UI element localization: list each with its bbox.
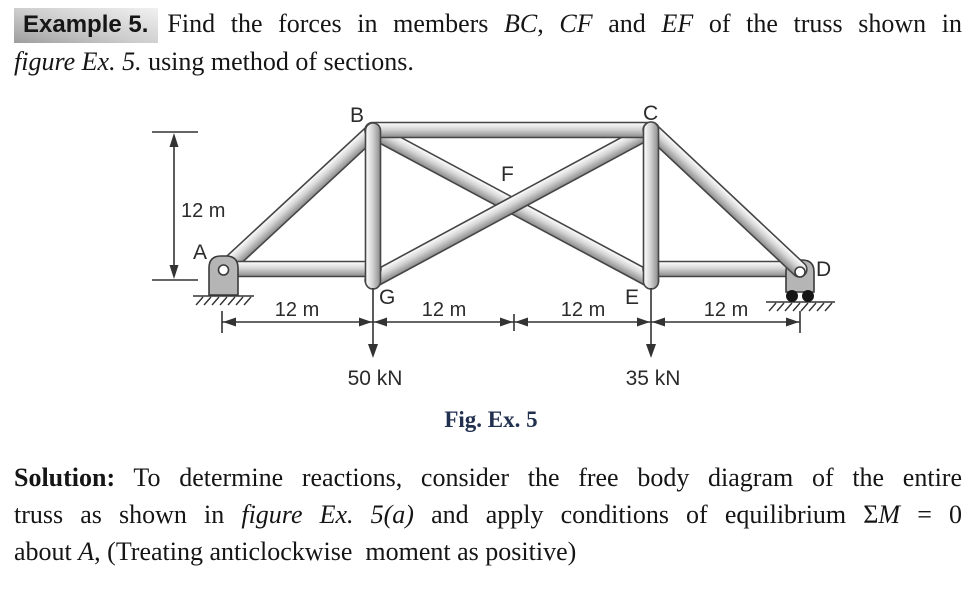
joint-label-e: E xyxy=(625,286,639,309)
member-ce xyxy=(642,121,660,290)
truss-members xyxy=(215,121,808,289)
member-bc xyxy=(364,121,660,139)
figure-caption: Fig. Ex. 5 xyxy=(444,407,537,432)
pin-hole-icon xyxy=(217,264,230,276)
solution-heading: Solution: xyxy=(14,463,116,492)
text-run: and apply conditions of equilibrium xyxy=(413,500,864,529)
intro-line-1: Example 5. Find the forces in members BC,… xyxy=(14,5,962,43)
figure-reference: figure Ex. 5(a) xyxy=(241,500,414,529)
member-name-ef: EF xyxy=(661,9,694,38)
sigma-symbol: Σ xyxy=(863,500,879,529)
member-cd xyxy=(642,121,808,278)
problem-statement: Example 5. Find the forces in members BC,… xyxy=(14,5,962,80)
pin-support-ground xyxy=(193,295,254,306)
load-label-50kn: 50 kN xyxy=(348,367,403,390)
member-name-bc: BC xyxy=(504,9,538,38)
text-run: and xyxy=(592,9,662,38)
solution-paragraph: Solution: To determine reactions, consid… xyxy=(14,459,962,570)
load-arrow-50kn: 50 kN xyxy=(348,288,403,390)
joint-label-b: B xyxy=(350,104,364,127)
roller-hole-icon xyxy=(794,266,806,278)
text-run: of the truss shown in xyxy=(693,9,962,38)
dim-arrow-down-icon xyxy=(169,265,179,279)
span-label-4: 12 m xyxy=(704,299,748,321)
joint-label-d: D xyxy=(816,258,831,281)
height-dim-label: 12 m xyxy=(181,200,225,222)
intro-line-2: figure Ex. 5. using method of sections. xyxy=(14,43,962,80)
text-run: , (Treating anticlockwise moment as posi… xyxy=(94,537,577,566)
text-run: Find the forces in members xyxy=(167,9,505,38)
roller-support-ground xyxy=(766,301,835,312)
figure-reference: figure Ex. 5. xyxy=(14,47,142,76)
text-run: truss as shown in xyxy=(14,500,242,529)
span-label-3: 12 m xyxy=(561,299,605,321)
member-ag xyxy=(215,260,382,278)
dim-arrow-up-icon xyxy=(169,133,179,147)
text-run: = 0 xyxy=(900,500,962,529)
roller-wheel-icon xyxy=(786,290,798,302)
load-arrowhead-icon xyxy=(368,344,378,358)
joint-label-a: A xyxy=(193,241,207,264)
text-run: To determine reactions, consider the fre… xyxy=(115,463,962,492)
span-label-2: 12 m xyxy=(422,299,466,321)
solution-line-1: Solution: To determine reactions, consid… xyxy=(14,459,962,496)
solution-line-2: truss as shown in figure Ex. 5(a) and ap… xyxy=(14,496,962,533)
text-run: , xyxy=(537,9,560,38)
span-label-1: 12 m xyxy=(275,299,319,321)
text-run: about xyxy=(14,537,79,566)
example-badge: Example 5. xyxy=(14,8,159,43)
text-run: using method of sections. xyxy=(141,47,414,76)
span-dimensions: 12 m 12 m 12 m 12 m xyxy=(221,299,801,333)
roller-wheel-icon xyxy=(802,290,814,302)
joint-label-c: C xyxy=(643,102,658,125)
load-arrowhead-icon xyxy=(646,344,656,358)
moment-symbol: M xyxy=(878,500,901,529)
joint-label-g: G xyxy=(379,286,395,309)
height-dimension: 12 m xyxy=(152,131,225,281)
point-a-reference: A xyxy=(78,537,95,566)
member-bg xyxy=(364,122,382,290)
solution-line-3: about A, (Treating anticlockwise moment … xyxy=(14,533,962,570)
member-ab xyxy=(215,122,382,278)
member-name-cf: CF xyxy=(559,9,593,38)
joint-label-f: F xyxy=(501,163,514,186)
load-label-35kn: 35 kN xyxy=(626,367,681,390)
load-arrow-35kn: 35 kN xyxy=(626,288,681,390)
